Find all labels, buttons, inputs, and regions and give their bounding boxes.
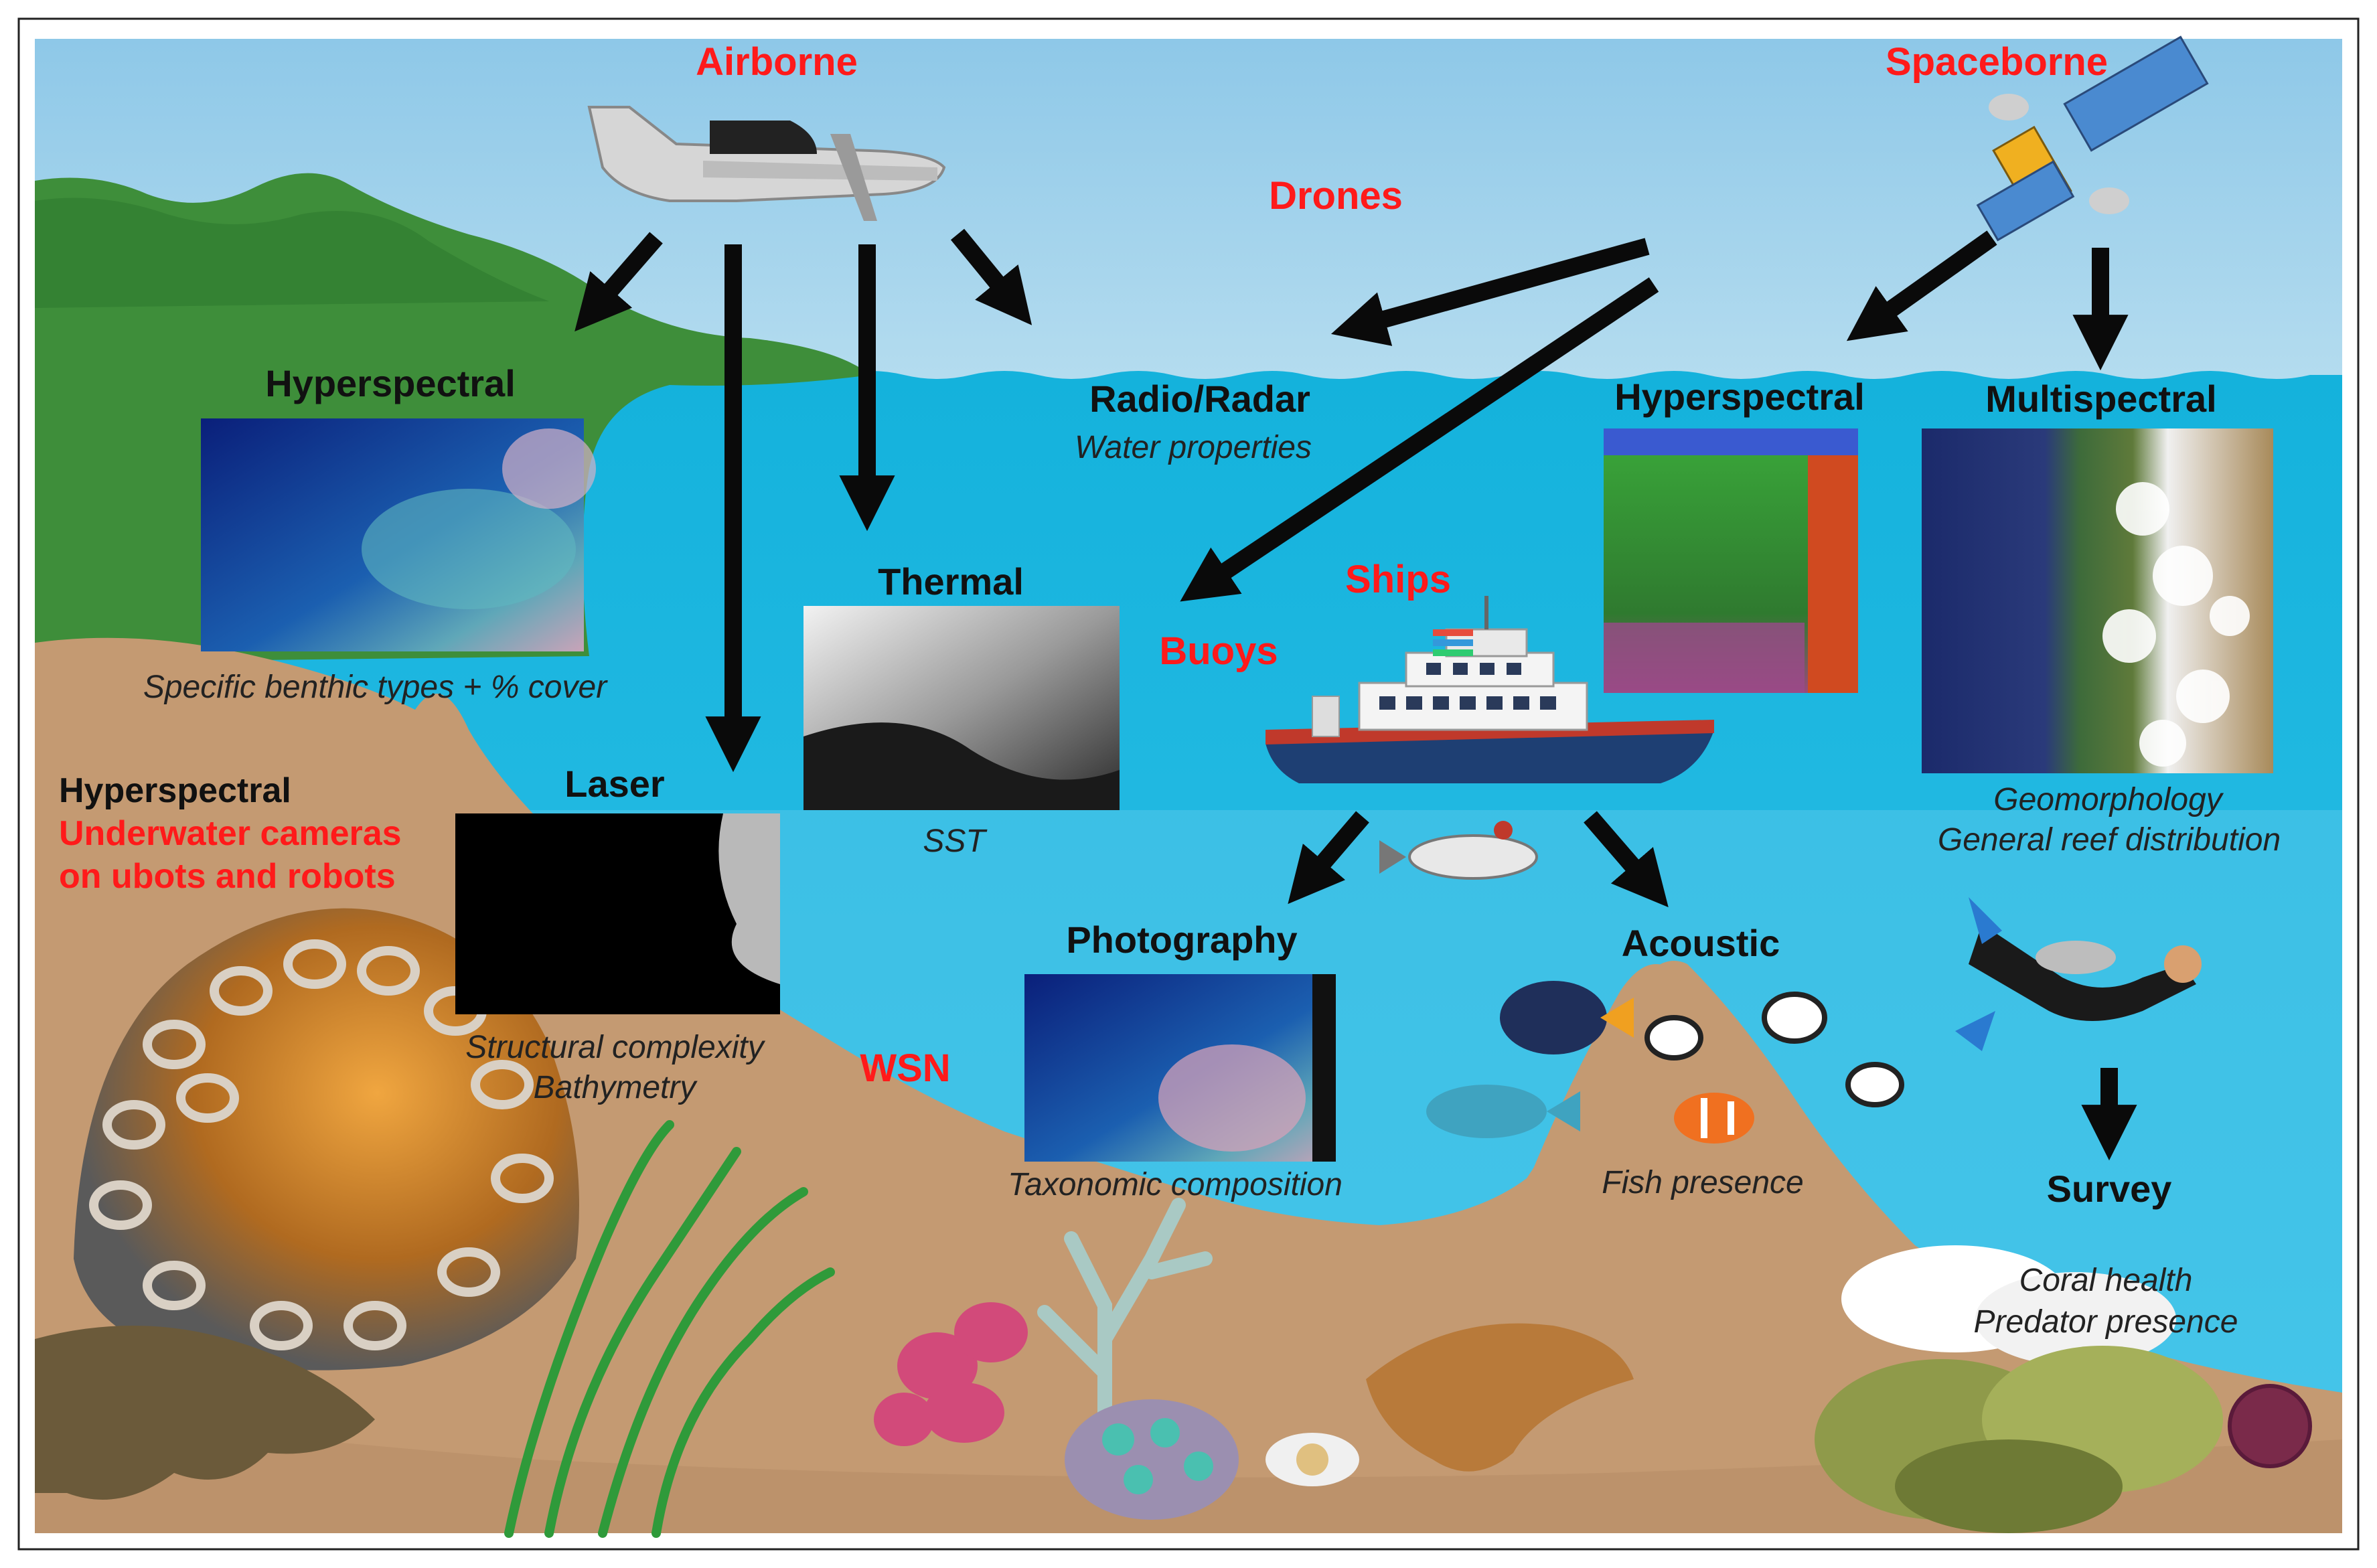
diver-icon [1955, 897, 2202, 1051]
caption-radio-radar: Water properties [1075, 430, 1312, 465]
title-multispectral: Multispectral [1985, 378, 2216, 420]
ship-icon [1266, 596, 1714, 783]
staghorn-coral [1037, 1198, 1213, 1447]
outer-frame [17, 17, 2360, 1551]
title-thermal: Thermal [878, 560, 1024, 603]
caption-survey-2: Predator presence [1974, 1304, 2238, 1340]
arrow-ship-photography [1288, 811, 1369, 905]
caption-thermal: SST [923, 824, 988, 859]
table-coral-left [35, 1326, 375, 1500]
anemone [1266, 1433, 1359, 1486]
label-drones: Drones [1269, 174, 1403, 218]
label-ships: Ships [1345, 558, 1451, 601]
photography-image [1024, 974, 1336, 1162]
satellite-icon [1976, 35, 2209, 242]
caption-acoustic: Fish presence [1602, 1165, 1803, 1200]
label-wsn: WSN [860, 1046, 950, 1090]
caption-multispectral-2: General reef distribution [1938, 822, 2281, 858]
pink-coral [874, 1302, 1028, 1446]
spotted-coral [1065, 1399, 1239, 1520]
label-airborne: Airborne [696, 40, 858, 84]
title-laser: Laser [564, 763, 664, 805]
sea-urchin [2228, 1384, 2312, 1468]
seaweed [504, 1120, 835, 1538]
title-survey: Survey [2047, 1168, 2172, 1210]
underwater-robots: on ubots and robots [59, 857, 396, 896]
title-acoustic: Acoustic [1622, 922, 1780, 964]
title-hyperspectral-spaceborne: Hyperspectral [1614, 376, 1865, 418]
arrow-airborne-hyperspectral [574, 232, 663, 332]
thermal-image [803, 606, 1120, 810]
table-coral-middle [1366, 1323, 1634, 1472]
title-radio-radar: Radio/Radar [1089, 378, 1310, 420]
island-shadow [35, 198, 549, 308]
arrow-airborne-radar [950, 228, 1032, 325]
white-coral [1841, 1245, 2176, 1366]
multispectral-image [1922, 428, 2273, 773]
caption-survey-1: Coral health [2019, 1263, 2193, 1298]
label-buoys: Buoys [1159, 629, 1278, 673]
caption-hyperspectral-airborne: Specific benthic types + % cover [143, 670, 608, 705]
seabed [35, 637, 2342, 1533]
title-photography: Photography [1066, 919, 1297, 961]
underwater-cameras: Underwater cameras [59, 814, 402, 853]
title-hyperspectral-airborne: Hyperspectral [265, 362, 516, 404]
caption-laser-1: Structural complexity [465, 1030, 765, 1065]
fish-group [1426, 981, 1904, 1144]
brain-coral [74, 908, 579, 1370]
arrow-drones-radar [1330, 238, 1650, 346]
caption-multispectral-1: Geomorphology [1993, 782, 2224, 817]
caption-laser-2: Bathymetry [534, 1070, 698, 1105]
hyperspectral-spaceborne-cube [1604, 428, 1858, 693]
sensing-arrows [574, 228, 2137, 1161]
arrow-spaceborne-hyperspectral [1846, 230, 1997, 341]
underwater-vehicle-icon [1379, 821, 1538, 880]
arrow-ship-acoustic [1584, 811, 1669, 908]
arrow-drones-buoys [1180, 277, 1659, 602]
olive-coral [1815, 1346, 2223, 1533]
caption-photography: Taxonomic composition [1008, 1167, 1343, 1202]
laser-image [455, 813, 780, 1014]
airplane-icon [587, 106, 946, 221]
underwater-hyperspectral: Hyperspectral [59, 771, 291, 810]
label-spaceborne: Spaceborne [1886, 40, 2108, 84]
hyperspectral-airborne-image [201, 418, 596, 651]
